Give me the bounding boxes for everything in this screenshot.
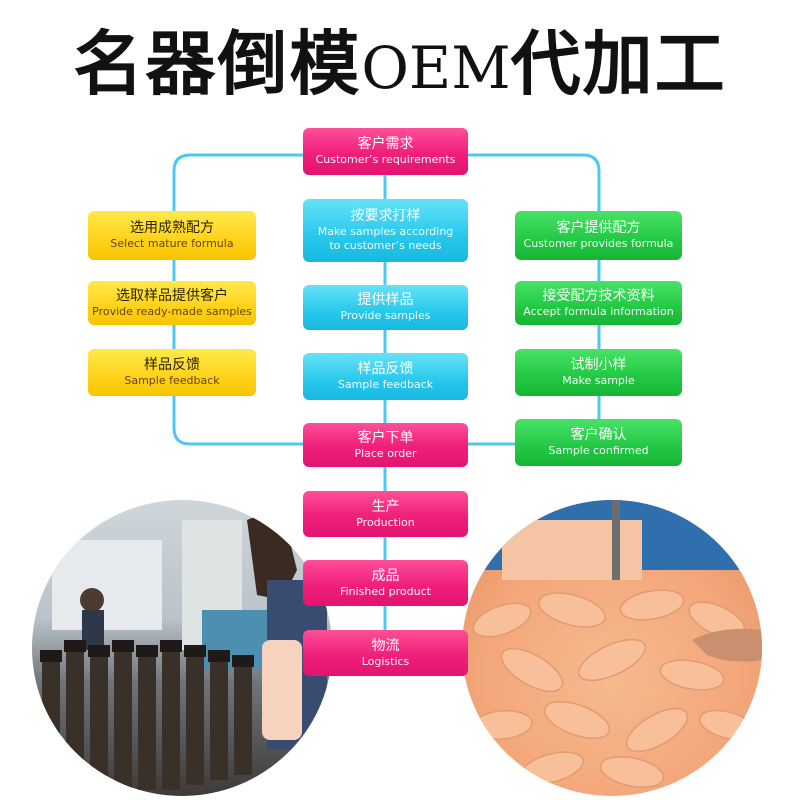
title-part-oem: OEM bbox=[361, 34, 511, 102]
step-label-en: Sample feedback bbox=[124, 374, 220, 387]
title-part-1: 名器倒模 bbox=[73, 23, 362, 105]
step-label-zh: 客户下单 bbox=[357, 429, 414, 446]
step-label-en: Select mature formula bbox=[110, 237, 234, 250]
step-label-zh: 接受配方技术资料 bbox=[542, 287, 655, 304]
step-label-en-line2: to customer’s needs bbox=[329, 239, 442, 252]
step-label-en: Customer’s requirements bbox=[315, 153, 456, 166]
step-label-en: Place order bbox=[354, 446, 417, 460]
step-production: 生产 Production bbox=[303, 491, 468, 537]
step-label-en: Customer provides formula bbox=[523, 237, 674, 250]
step-label-zh: 选取样品提供客户 bbox=[116, 287, 228, 304]
step-label-en: Production bbox=[356, 515, 415, 529]
step-label-en: Finished product bbox=[340, 584, 431, 598]
step-accept-formula-information: 接受配方技术资料 Accept formula information bbox=[515, 281, 682, 325]
step-label-zh: 成品 bbox=[371, 567, 400, 584]
step-label-zh: 试制小样 bbox=[570, 357, 627, 373]
step-label-zh: 客户提供配方 bbox=[556, 220, 641, 236]
step-label-en: Sample feedback bbox=[337, 378, 434, 391]
step-label-zh: 生产 bbox=[371, 498, 400, 515]
step-customer-requirements: 客户需求 Customer’s requirements bbox=[303, 128, 468, 175]
step-make-samples: 按要求打样 Make samples according to customer… bbox=[303, 199, 468, 262]
step-label-zh: 物流 bbox=[371, 637, 400, 654]
step-make-sample: 试制小样 Make sample bbox=[515, 349, 682, 396]
step-label-zh: 提供样品 bbox=[357, 292, 414, 308]
step-label-zh: 样品反馈 bbox=[144, 357, 200, 373]
step-label-en: Accept formula information bbox=[523, 304, 674, 318]
step-sample-confirmed: 客户确认 Sample confirmed bbox=[515, 419, 682, 466]
page-title: 名器倒模OEM代加工 bbox=[0, 8, 800, 109]
step-label-en: Make sample bbox=[562, 374, 635, 387]
connector-right-top bbox=[468, 153, 601, 419]
step-label-zh: 客户确认 bbox=[570, 427, 627, 443]
step-finished-product: 成品 Finished product bbox=[303, 560, 468, 606]
step-label-en: Provide ready-made samples bbox=[92, 304, 252, 318]
step-customer-provides-formula: 客户提供配方 Customer provides formula bbox=[515, 211, 682, 260]
finished-products-photo bbox=[462, 500, 762, 796]
step-label-zh: 按要求打样 bbox=[350, 208, 421, 224]
step-logistics: 物流 Logistics bbox=[303, 630, 468, 676]
step-provide-samples: 提供样品 Provide samples bbox=[303, 285, 468, 330]
step-label-zh: 选用成熟配方 bbox=[130, 220, 214, 236]
step-label-zh: 客户需求 bbox=[357, 136, 414, 152]
title-part-3: 代加工 bbox=[510, 23, 727, 105]
step-left-sample-feedback: 样品反馈 Sample feedback bbox=[88, 349, 256, 396]
step-label-en: Provide samples bbox=[340, 309, 431, 322]
step-place-order: 客户下单 Place order bbox=[303, 423, 468, 467]
connector-left-loop bbox=[172, 153, 303, 446]
step-label-en: Sample confirmed bbox=[548, 444, 649, 457]
step-label-zh: 样品反馈 bbox=[357, 361, 414, 377]
step-provide-ready-made-samples: 选取样品提供客户 Provide ready-made samples bbox=[88, 281, 256, 325]
step-label-en: Make samples according bbox=[317, 225, 454, 238]
step-select-mature-formula: 选用成熟配方 Select mature formula bbox=[88, 211, 256, 260]
step-center-sample-feedback: 样品反馈 Sample feedback bbox=[303, 353, 468, 400]
step-label-en: Logistics bbox=[361, 654, 410, 668]
factory-molds-photo bbox=[32, 500, 332, 796]
